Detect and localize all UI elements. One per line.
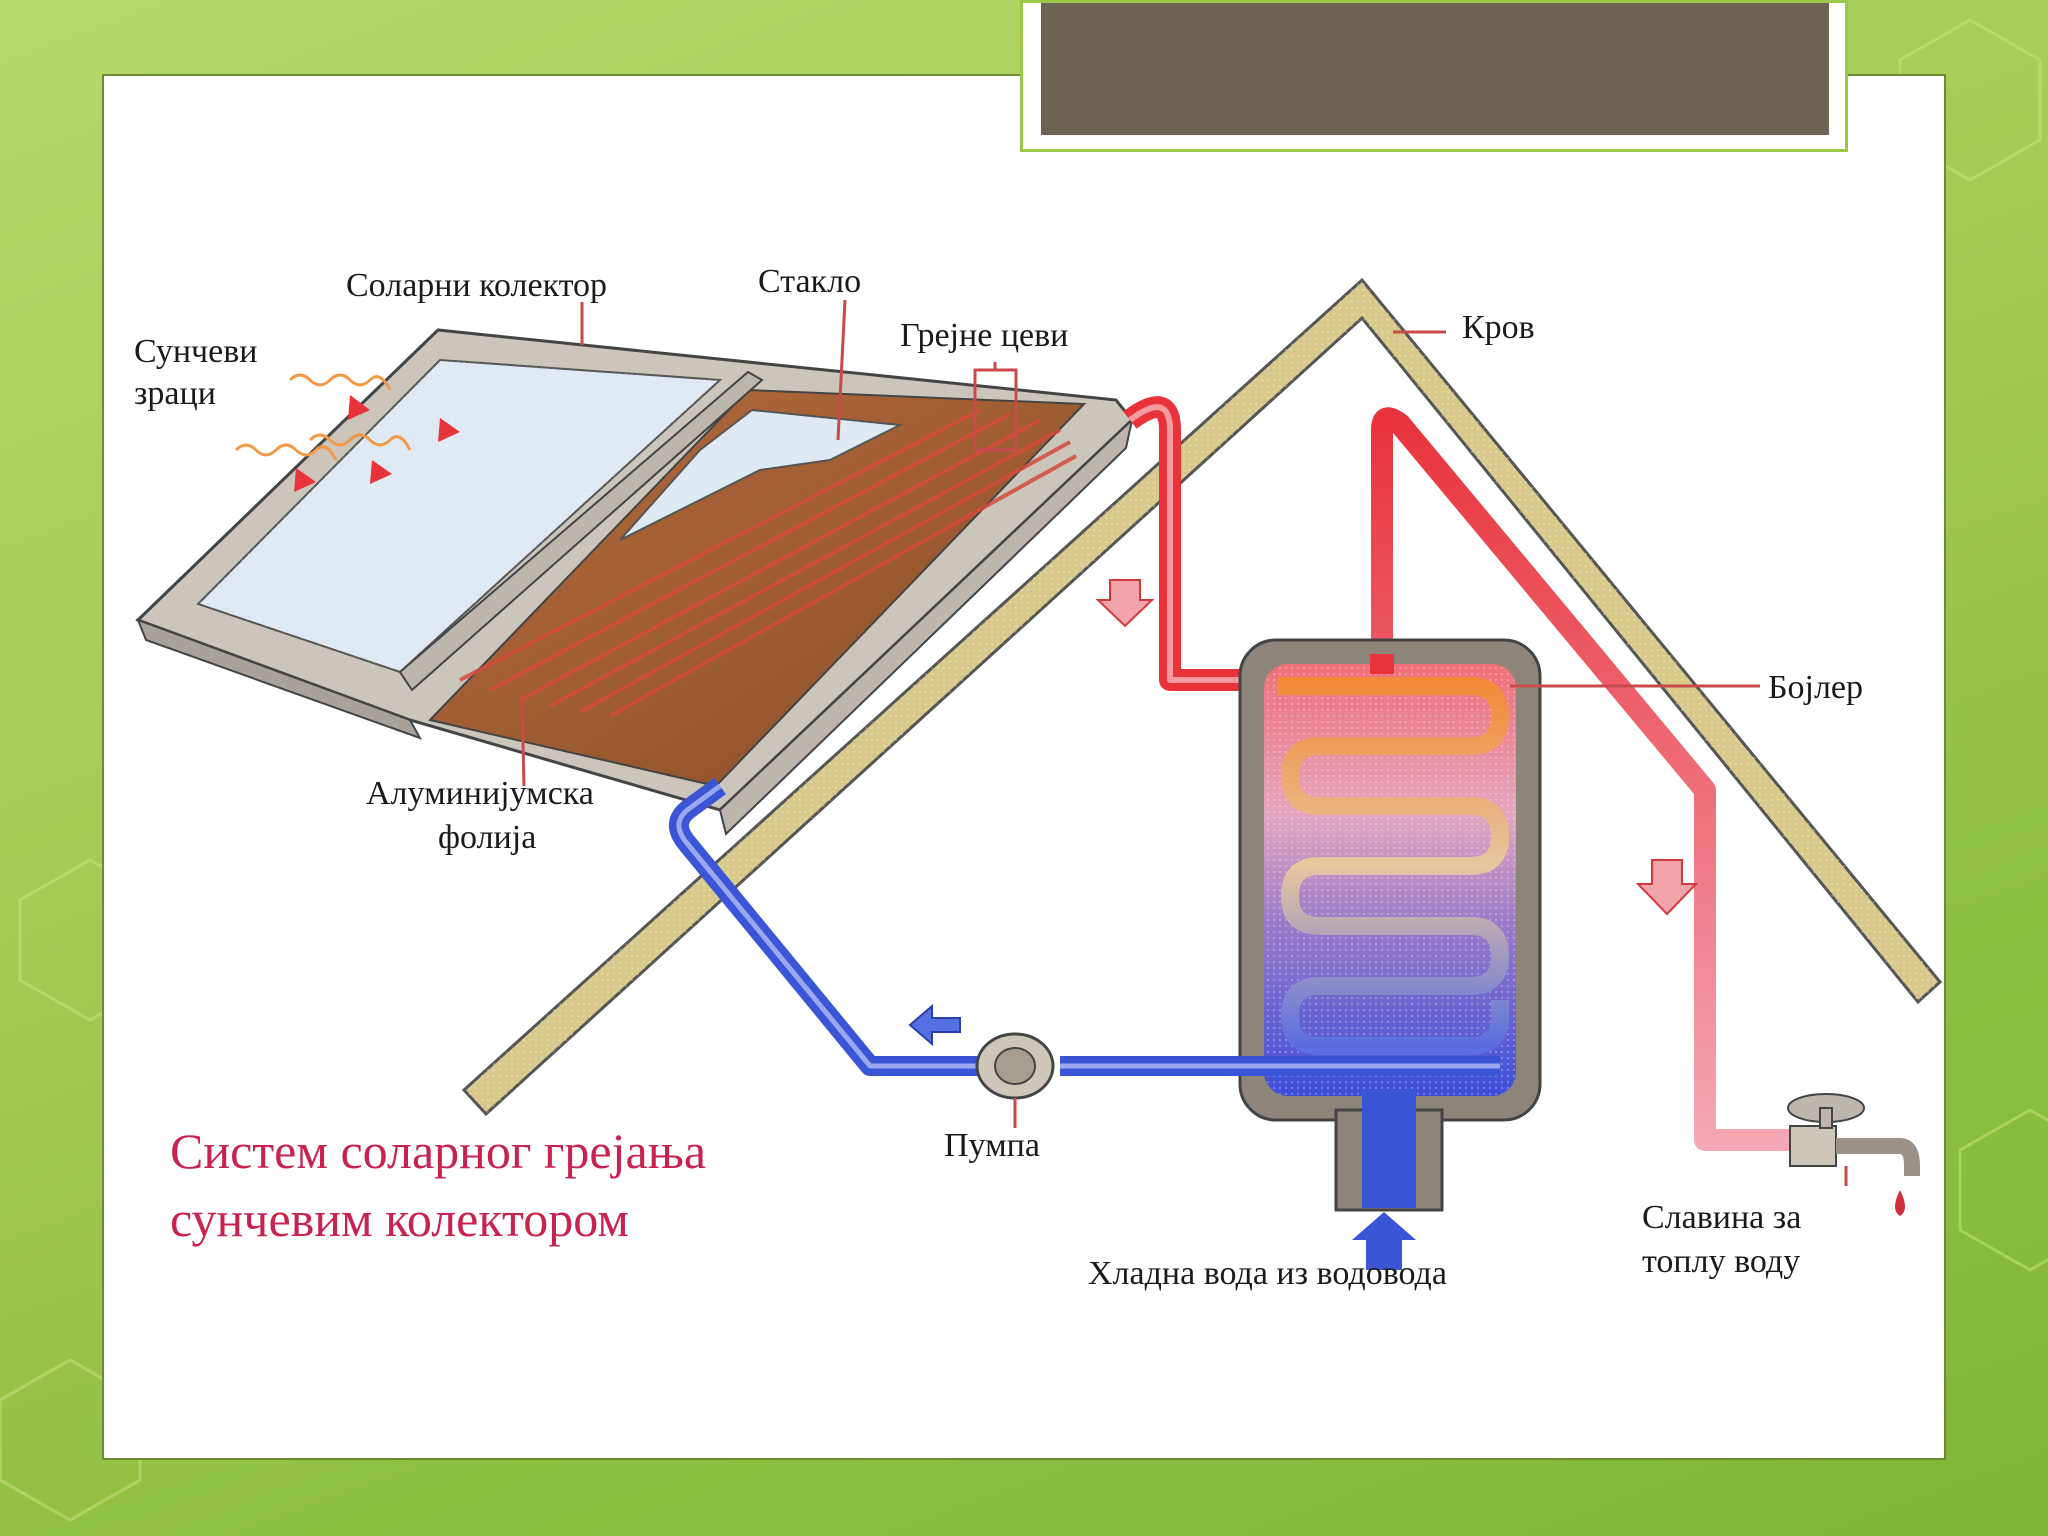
flow-arrow-down-icon — [1635, 859, 1699, 916]
caption-line-2: сунчевим колектором — [170, 1191, 629, 1247]
label-roof: Кров — [1462, 309, 1535, 346]
label-aluminum-foil-2: фолија — [438, 819, 536, 856]
boiler — [1238, 638, 1542, 1212]
flow-arrow-down-icon — [1095, 579, 1155, 628]
leader-lines — [520, 299, 1848, 1186]
caption-line-1: Систем соларног грејања — [170, 1123, 706, 1179]
roof — [461, 277, 1943, 1117]
hot-water-pipe — [1371, 407, 1800, 1151]
title-placeholder-fill — [1041, 3, 1829, 135]
pump-icon — [975, 1032, 1055, 1100]
sun-rays-icon — [234, 373, 460, 492]
cold-pipe-return — [669, 777, 1500, 1076]
label-aluminum-foil-1: Алуминијумска — [366, 775, 594, 812]
label-pump: Пумпа — [944, 1127, 1040, 1164]
title-placeholder — [1020, 0, 1848, 152]
label-sun-rays-2: зраци — [134, 375, 216, 412]
label-sun-rays-1: Сунчеви — [134, 333, 257, 370]
slide-content-panel — [102, 74, 1946, 1460]
cold-water-inlet-arrow-icon — [1352, 1212, 1416, 1270]
label-heating-pipes: Грејне цеви — [900, 317, 1068, 354]
label-cold-water: Хладна вода из водовода — [1088, 1255, 1447, 1292]
label-glass: Стакло — [758, 263, 861, 300]
faucet-icon — [1787, 1093, 1920, 1216]
water-drop-icon — [1895, 1190, 1905, 1216]
label-solar-collector: Соларни колектор — [346, 267, 607, 304]
label-faucet-2: топлу воду — [1642, 1243, 1800, 1280]
solar-collector — [135, 328, 1135, 836]
label-faucet-1: Славина за — [1642, 1199, 1801, 1236]
flow-arrow-left-icon — [908, 1003, 961, 1047]
label-boiler: Бојлер — [1768, 669, 1863, 706]
hot-pipe-collector — [1123, 396, 1281, 700]
